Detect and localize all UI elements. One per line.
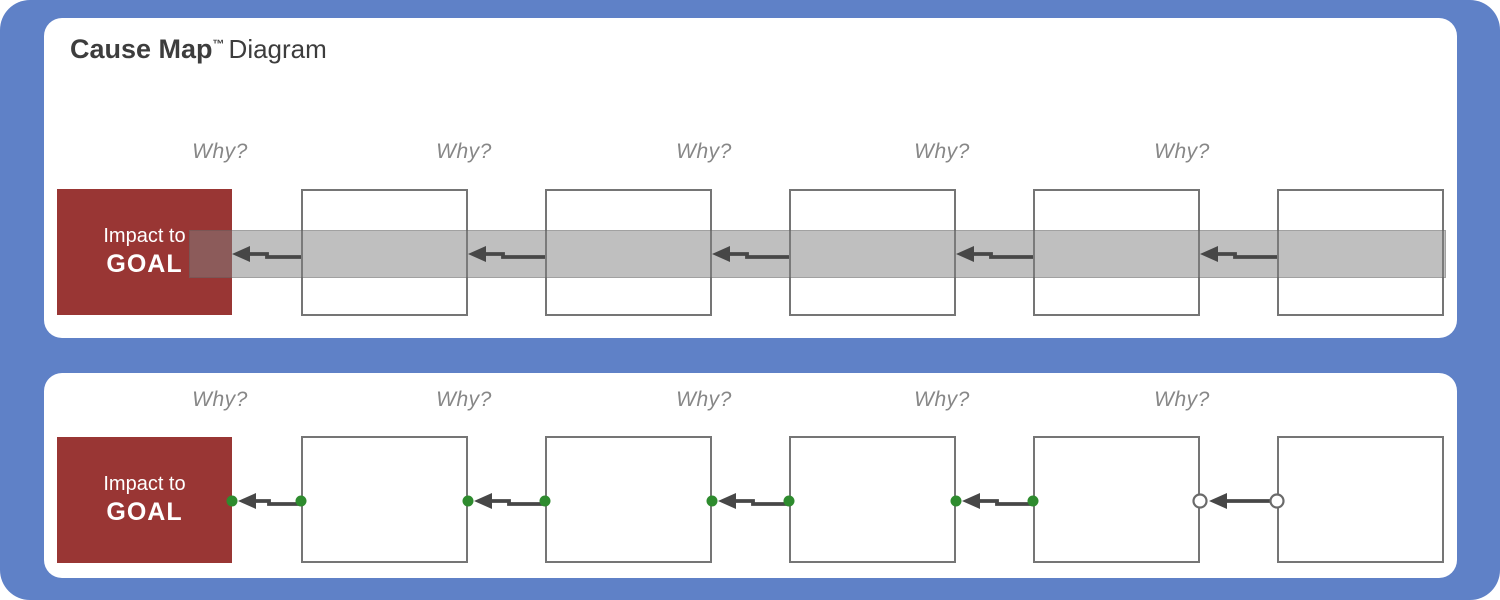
title-brand: Cause Map [70,34,213,64]
left-arrow-connector[interactable] [706,493,795,509]
arrow-left-icon [956,246,974,262]
why-label: Why? [914,140,970,163]
title-suffix: Diagram [228,34,327,64]
connection-dot[interactable] [1027,495,1039,507]
goal-box-line1: Impact to [103,472,186,495]
connection-handle[interactable] [1269,493,1285,509]
arrow-left-icon [1200,246,1218,262]
why-label: Why? [1154,388,1210,411]
arrow-left-icon [712,246,730,262]
left-arrow-connector[interactable] [468,246,545,262]
arrow-left-icon [238,493,256,509]
connector-layer [232,246,1277,262]
goal-box-line2: GOAL [106,249,183,278]
goal-box-line1: Impact to [103,224,186,247]
connector-layer [226,493,1285,509]
cause-box[interactable] [789,436,956,563]
connection-dot[interactable] [462,495,474,507]
left-arrow-connector[interactable] [462,493,551,509]
arrow-left-icon [474,493,492,509]
connection-dot[interactable] [950,495,962,507]
why-label: Why? [192,388,248,411]
cause-box[interactable] [1033,436,1200,563]
goal-box-line2: GOAL [106,497,183,526]
why-label: Why? [436,388,492,411]
trademark-symbol: ™ [212,37,225,52]
left-arrow-connector[interactable] [1200,246,1277,262]
why-label: Why? [1154,140,1210,163]
arrow-left-icon [468,246,486,262]
arrow-left-icon [962,493,980,509]
connection-dot[interactable] [226,495,238,507]
left-arrow-connector[interactable] [226,493,307,509]
cause-box[interactable] [301,436,468,563]
connection-dot[interactable] [539,495,551,507]
connection-dot[interactable] [295,495,307,507]
cause-box[interactable] [1277,436,1444,563]
why-label: Why? [192,140,248,163]
connection-dot[interactable] [783,495,795,507]
left-arrow-connector[interactable] [1192,493,1285,509]
connection-handle[interactable] [1192,493,1208,509]
why-label: Why? [676,388,732,411]
why-label: Why? [676,140,732,163]
cause-box[interactable] [545,436,712,563]
connection-dot[interactable] [706,495,718,507]
left-arrow-connector[interactable] [712,246,789,262]
arrow-left-icon [718,493,736,509]
why-label: Why? [914,388,970,411]
why-label: Why? [436,140,492,163]
arrow-left-icon [1209,493,1227,509]
impact-to-goal-box[interactable]: Impact to GOAL [57,189,232,315]
impact-to-goal-box[interactable]: Impact to GOAL [57,437,232,563]
left-arrow-connector[interactable] [950,493,1039,509]
bottom-panel: Why? Why? Why? Why? Why? Impact to GOAL [44,373,1457,578]
arrow-left-icon [232,246,250,262]
left-arrow-connector[interactable] [956,246,1033,262]
left-arrow-connector[interactable] [232,246,301,262]
